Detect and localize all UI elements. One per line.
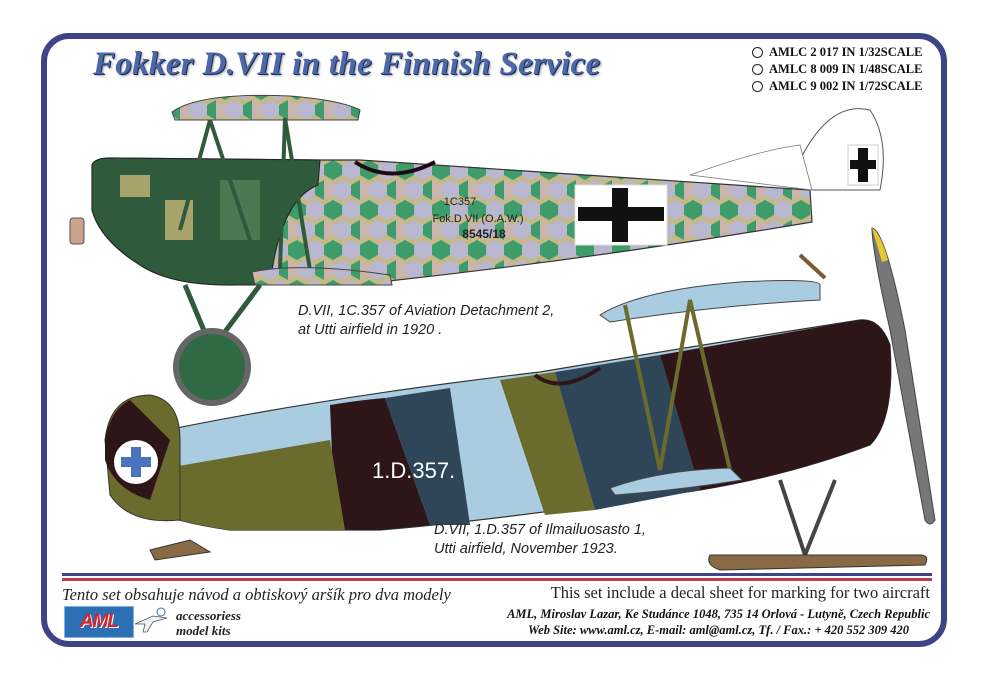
page-title: Fokker D.VII in the Finnish Service xyxy=(93,46,601,82)
radio-icon[interactable] xyxy=(752,47,763,58)
scale-option-1-72[interactable]: AMLC 9 002 IN 1/72SCALE xyxy=(752,78,923,95)
aircraft-2-code: 1.D.357. xyxy=(372,458,455,483)
caption-line: D.VII, 1C.357 of Aviation Detachment 2, xyxy=(298,303,555,319)
scale-option-label: AMLC 2 017 IN 1/32SCALE xyxy=(769,45,923,59)
scale-option-1-48[interactable]: AMLC 8 009 IN 1/48SCALE xyxy=(752,61,923,78)
czech-description: Tento set obsahuje návod a obtiskový arš… xyxy=(62,585,451,604)
contact-block: AML, Miroslav Lazar, Ke Studánce 1048, 7… xyxy=(507,606,930,638)
aircraft-1-marking-2: Fok.D VII (O.A.W.) xyxy=(432,213,523,225)
scale-option-label: AMLC 9 002 IN 1/72SCALE xyxy=(769,79,923,93)
scale-option-1-32[interactable]: AMLC 2 017 IN 1/32SCALE xyxy=(752,44,923,61)
english-description: This set include a decal sheet for marki… xyxy=(550,583,930,602)
logo-text: AML xyxy=(79,611,119,632)
scale-options: AMLC 2 017 IN 1/32SCALE AMLC 8 009 IN 1/… xyxy=(752,44,923,95)
logo-tagline: accessoriess model kits xyxy=(176,608,241,638)
caption-line: at Utti airfield in 1920 . xyxy=(298,322,443,338)
footer-divider-stripes xyxy=(62,573,932,581)
aircraft-2-caption: D.VII, 1.D.357 of Ilmailuosasto 1, Utti … xyxy=(434,521,646,559)
radio-icon[interactable] xyxy=(752,64,763,75)
plane-logo-icon xyxy=(134,607,168,633)
caption-line: D.VII, 1.D.357 of Ilmailuosasto 1, xyxy=(434,522,646,538)
aircraft-1-illustration xyxy=(69,94,884,406)
aml-logo: AML xyxy=(64,606,134,638)
aircraft-2-illustration xyxy=(104,227,936,571)
radio-icon[interactable] xyxy=(752,81,763,92)
aircraft-1-marking-1: 1C357 xyxy=(444,196,476,208)
scale-option-label: AMLC 8 009 IN 1/48SCALE xyxy=(769,62,923,76)
address-line: AML, Miroslav Lazar, Ke Studánce 1048, 7… xyxy=(507,607,930,621)
tagline-line: model kits xyxy=(176,623,231,638)
aircraft-1-marking-3: 8545/18 xyxy=(462,227,506,241)
aircraft-1-caption: D.VII, 1C.357 of Aviation Detachment 2, … xyxy=(298,302,554,340)
tagline-line: accessoriess xyxy=(176,608,241,623)
contact-line: Web Site: www.aml.cz, E-mail: aml@aml.cz… xyxy=(528,623,910,637)
caption-line: Utti airfield, November 1923. xyxy=(434,541,618,557)
